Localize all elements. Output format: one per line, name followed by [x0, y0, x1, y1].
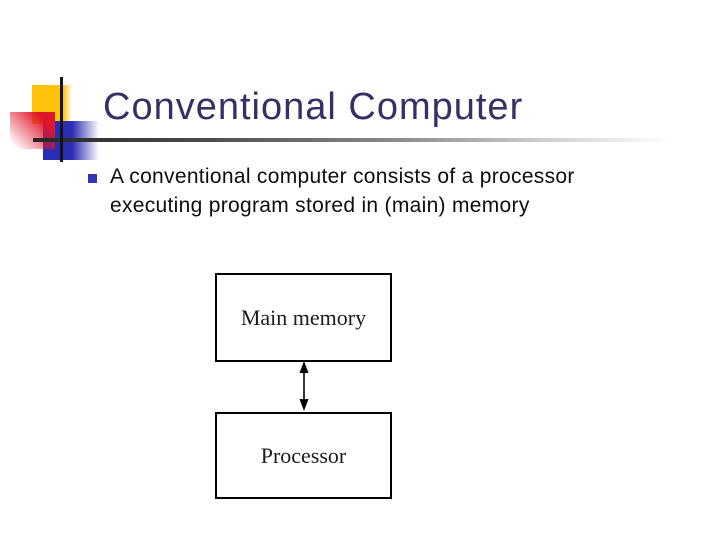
processor-label: Processor	[260, 442, 347, 468]
main-memory-label: Main memory	[240, 304, 367, 330]
red-square-decoration	[10, 112, 55, 149]
bullet-square-icon	[88, 174, 97, 183]
slide-title: Conventional Computer	[103, 86, 524, 128]
vertical-line-decoration	[60, 77, 63, 162]
double-arrow-connector	[299, 361, 309, 411]
title-underline-rule	[33, 138, 690, 142]
processor-box: Processor	[215, 412, 392, 499]
arrowhead-down-icon	[299, 399, 309, 411]
main-memory-box: Main memory	[215, 273, 392, 362]
arrowhead-up-icon	[299, 361, 309, 373]
bullet-text: A conventional computer consists of a pr…	[110, 165, 575, 217]
